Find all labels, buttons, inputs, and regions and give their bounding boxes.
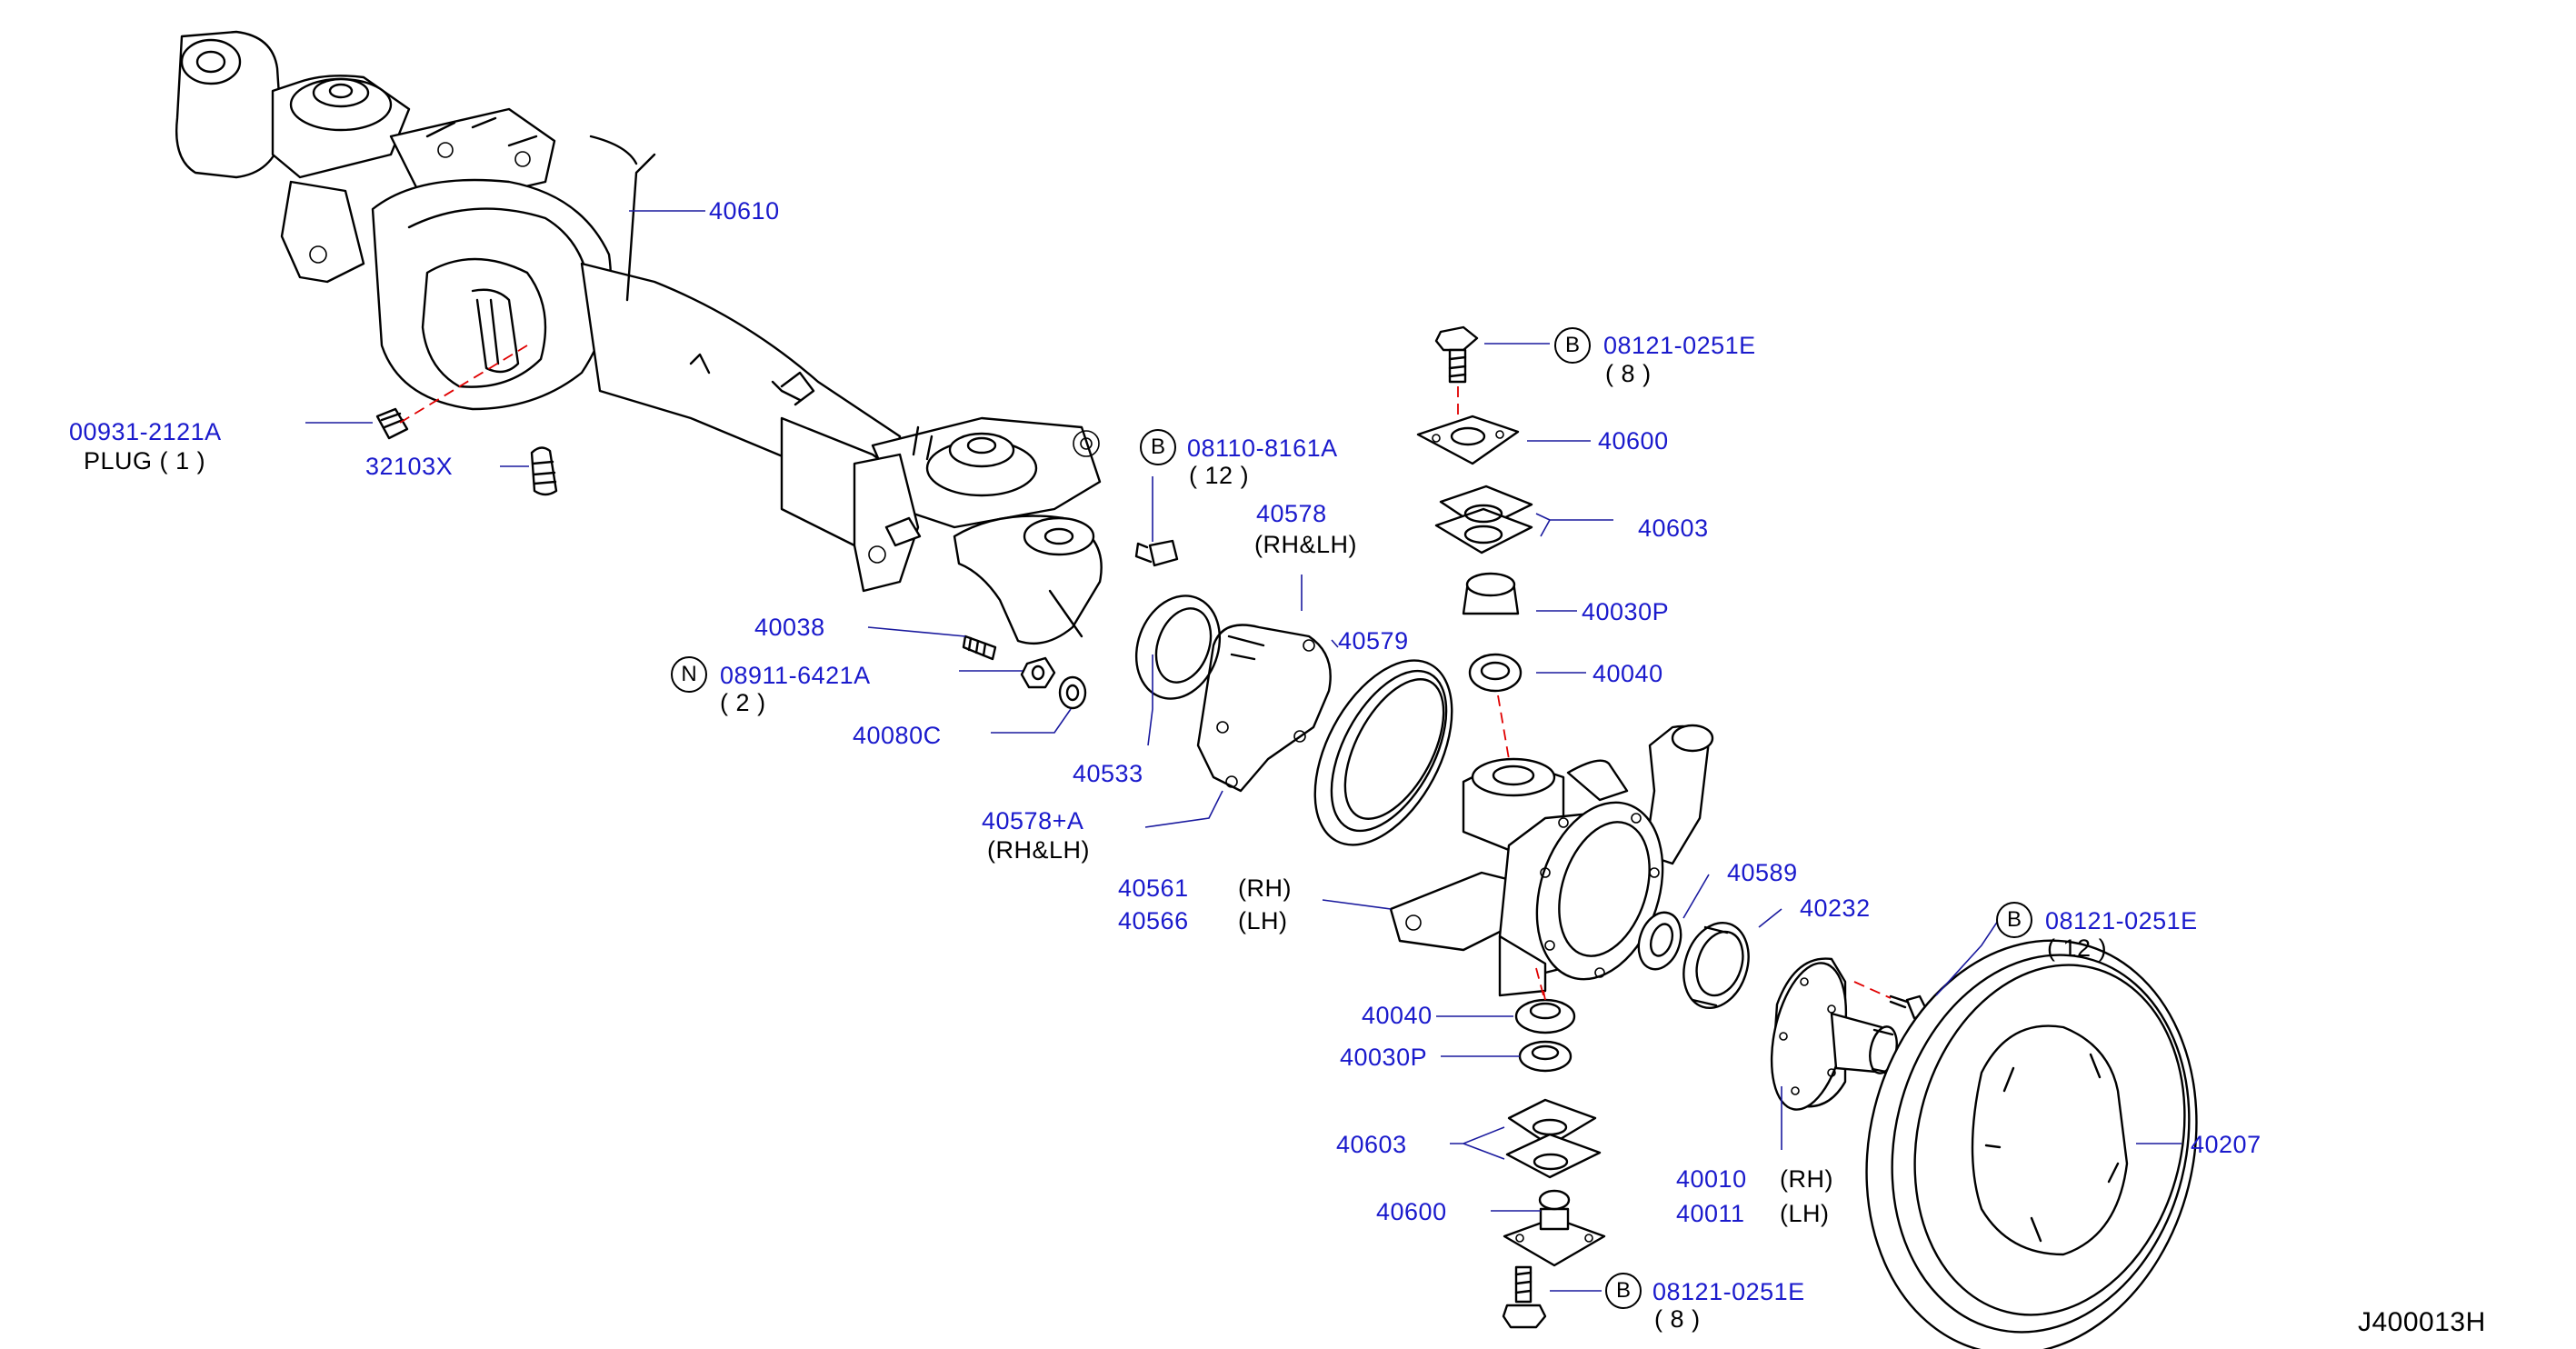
qty-open: (: [1654, 1305, 1663, 1333]
nut-qty: 2: [735, 689, 751, 716]
label-top-cap-40600: 40600: [1598, 427, 1669, 455]
top-bolt-qty: 8: [1621, 360, 1636, 387]
hub-bolt-qty: 12: [2062, 934, 2092, 962]
qty-open: (: [2047, 934, 2056, 962]
bolt-badge-bottom: B: [1605, 1273, 1642, 1309]
bolt-badge-top: B: [1554, 327, 1591, 364]
qty-open: (: [1189, 462, 1198, 489]
label-knuckle-lh-side: (LH): [1238, 907, 1288, 934]
label-knuckle-lh: 40566: [1118, 907, 1189, 934]
label-top-shim-40603: 40603: [1638, 515, 1709, 542]
label-nut-qty: ( 2 ): [720, 689, 766, 716]
label-bottom-cap-40600: 40600: [1376, 1198, 1447, 1225]
axle-housing-drawing: [175, 30, 1103, 645]
label-hub-bolt-qty: ( 12 ): [2047, 934, 2107, 962]
qty-close: ): [196, 447, 206, 475]
label-top-bolt: 08121-0251E: [1603, 332, 1756, 359]
qty-close: ): [2098, 934, 2108, 962]
qty-open: (: [159, 447, 169, 475]
label-stud-40038: 40038: [754, 614, 825, 641]
leader-lines: [305, 210, 2182, 1292]
label-bottom-seal-40040: 40040: [1362, 1002, 1433, 1029]
label-washer-40080c: 40080C: [853, 722, 942, 749]
steering-knuckle-drawing: [1389, 724, 1714, 997]
label-hub-lh: 40011: [1676, 1200, 1745, 1227]
nut-badge: N: [671, 656, 707, 693]
bottom-kingpin-stack-drawing: [1502, 998, 1606, 1329]
label-bottom-shim-40603: 40603: [1336, 1131, 1407, 1158]
hub-flange-drawing: [1770, 957, 1931, 1111]
label-spindle-bolt: 08110-8161A: [1187, 435, 1338, 462]
wheel-bearings-drawing: [1637, 911, 1750, 1010]
qty-close: ): [1642, 360, 1652, 387]
label-nut-part: 08911-6421A: [720, 662, 871, 689]
bolt-badge-spindle: B: [1140, 429, 1176, 465]
bottom-bolt-qty: 8: [1670, 1305, 1685, 1333]
label-plug-desc: PLUG ( 1 ): [84, 447, 205, 475]
label-bottom-bolt-qty: ( 8 ): [1654, 1305, 1701, 1333]
qty-open: (: [1605, 360, 1614, 387]
plug-breather-drawing: [375, 345, 558, 496]
label-hub-rh-side: (RH): [1780, 1165, 1833, 1193]
seal-40533-drawing: [1134, 595, 1222, 700]
label-gasket-40578: 40578: [1256, 500, 1327, 527]
label-rotor-40207: 40207: [2191, 1131, 2261, 1158]
spindle-bolt-qty: 12: [1204, 462, 1233, 489]
diagram-id: J400013H: [2358, 1307, 2486, 1337]
label-top-bearing-40030p: 40030P: [1582, 598, 1670, 625]
label-top-bolt-qty: ( 8 ): [1605, 360, 1652, 387]
label-top-seal-40040: 40040: [1593, 660, 1663, 687]
label-bearing-40589: 40589: [1727, 859, 1798, 886]
qty-close: ): [757, 689, 766, 716]
small-fasteners-drawing: [962, 539, 1179, 710]
label-hub-rh: 40010: [1676, 1165, 1747, 1193]
label-knuckle-rh: 40561: [1118, 874, 1189, 902]
gasket-40578-drawing: [1196, 624, 1332, 793]
label-hub-bolt: 08121-0251E: [2045, 907, 2198, 934]
label-plug-part: 00931-2121A: [69, 418, 222, 445]
qty-open: (: [720, 689, 729, 716]
top-kingpin-stack-drawing: [1416, 325, 1533, 760]
seal-40579-drawing: [1313, 659, 1453, 846]
label-bearing-40232: 40232: [1800, 894, 1871, 922]
label-gasket-40578-side: (RH&LH): [1254, 531, 1358, 558]
label-seal-40533: 40533: [1073, 760, 1143, 787]
label-knuckle-rh-side: (RH): [1238, 874, 1292, 902]
label-gasket-40578a-side: (RH&LH): [987, 836, 1091, 864]
plug-desc-text: PLUG: [84, 447, 153, 475]
label-axle-housing: 40610: [709, 197, 780, 225]
label-gasket-40578a: 40578+A: [982, 807, 1084, 834]
bolt-badge-hub: B: [1996, 902, 2032, 938]
label-seal-40579: 40579: [1338, 627, 1409, 655]
label-bottom-bolt: 08121-0251E: [1652, 1278, 1805, 1305]
brake-rotor-drawing: [1865, 939, 2198, 1349]
qty-close: ): [1692, 1305, 1701, 1333]
label-spindle-bolt-qty: ( 12 ): [1189, 462, 1249, 489]
label-bottom-bearing-40030p: 40030P: [1340, 1044, 1428, 1071]
plug-qty: 1: [175, 447, 190, 475]
label-breather: 32103X: [365, 453, 454, 480]
qty-close: ): [1240, 462, 1250, 489]
label-hub-lh-side: (LH): [1780, 1200, 1830, 1227]
